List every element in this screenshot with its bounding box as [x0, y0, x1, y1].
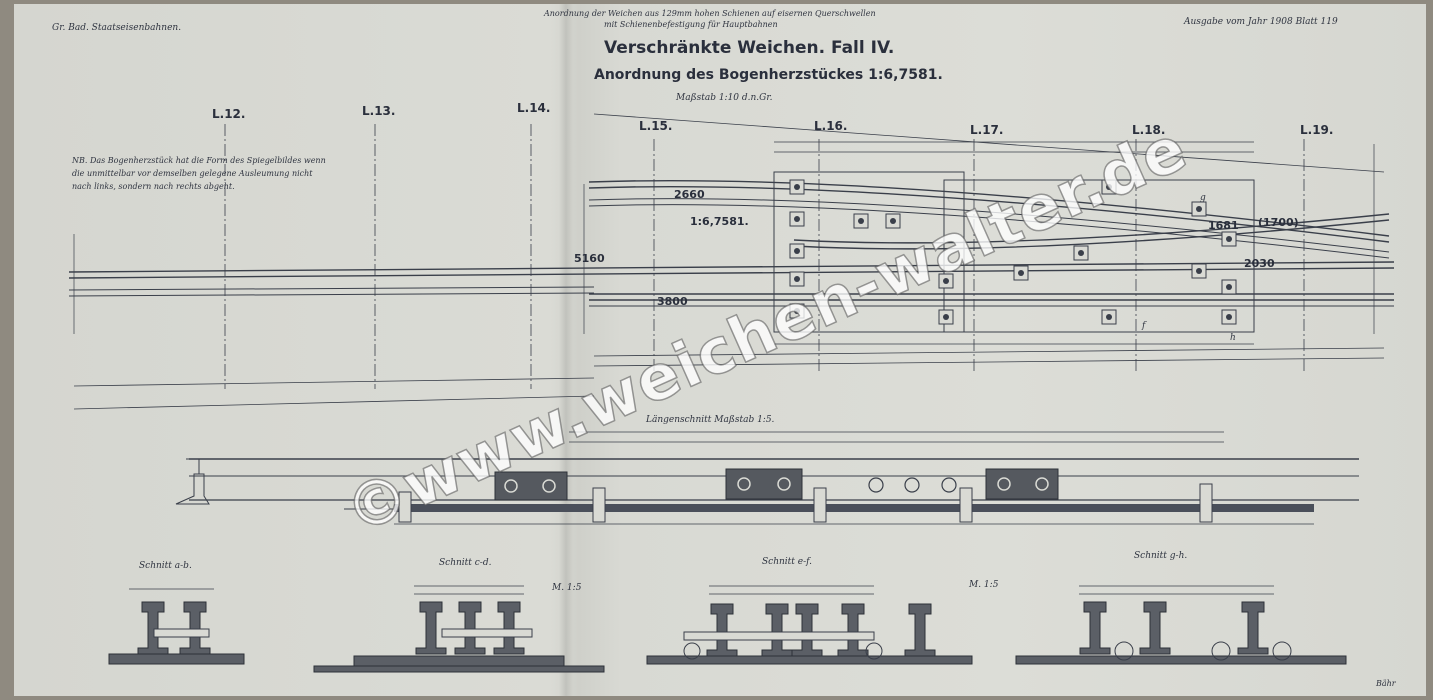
point-f-label: f — [1142, 321, 1146, 331]
header-center-line2: mit Schienenbefestigung für Hauptbahnen — [604, 20, 778, 29]
technical-drawing — [68, 113, 1395, 673]
main-title: Verschränkte Weichen. Fall IV. — [604, 38, 895, 58]
sleeper-label-l14: L.14. — [517, 101, 551, 115]
sleeper-label-l17: L.17. — [970, 123, 1004, 137]
section-ab-label: Schnitt a-b. — [139, 561, 192, 571]
long-section-label: Längenschnitt Maßstab 1:5. — [646, 415, 775, 425]
sleeper-label-l18: L.18. — [1132, 123, 1166, 137]
header-railway: Gr. Bad. Staatseisenbahnen. — [52, 23, 182, 33]
drawing-sheet: Gr. Bad. Staatseisenbahnen. Anordnung de… — [14, 4, 1426, 696]
book-gutter — [559, 4, 573, 696]
sleeper-label-l19: L.19. — [1300, 123, 1334, 137]
dimension-ratio: 1:6,7581. — [690, 215, 749, 228]
header-center-line1: Anordnung der Weichen aus 129mm hohen Sc… — [544, 9, 876, 18]
dimension-5160: 5160 — [574, 252, 605, 265]
sleeper-label-l13: L.13. — [362, 104, 396, 118]
drafter-signature: Bähr — [1376, 679, 1396, 688]
point-h-label: h — [1230, 333, 1236, 343]
dimension-2030: 2030 — [1244, 257, 1275, 270]
sleeper-label-l16: L.16. — [814, 119, 848, 133]
title-scale: Maßstab 1:10 d.n.Gr. — [676, 93, 773, 103]
note-line2: die unmittelbar vor demselben gelegene A… — [72, 169, 313, 178]
section-scale-1: M. 1:5 — [552, 583, 582, 593]
point-g-label: g — [1200, 193, 1206, 203]
section-cd-label: Schnitt c-d. — [439, 558, 492, 568]
section-ef-label: Schnitt e-f. — [762, 557, 813, 567]
section-gh-label: Schnitt g-h. — [1134, 551, 1188, 561]
dimension-2660: 2660 — [674, 188, 705, 201]
note-line3: nach links, sondern nach rechts abgeht. — [72, 182, 235, 191]
dimension-1700: (1700) — [1258, 216, 1299, 229]
dimension-1681: 1681 — [1208, 219, 1239, 232]
sub-title: Anordnung des Bogenherzstückes 1:6,7581. — [594, 67, 943, 83]
sleeper-label-l12: L.12. — [212, 107, 246, 121]
dimension-3800: 3800 — [657, 295, 688, 308]
note-line1: NB. Das Bogenherzstück hat die Form des … — [72, 156, 326, 165]
section-scale-2: M. 1:5 — [969, 580, 999, 590]
sleeper-label-l15: L.15. — [639, 119, 673, 133]
header-edition: Ausgabe vom Jahr 1908 Blatt 119 — [1184, 17, 1338, 27]
